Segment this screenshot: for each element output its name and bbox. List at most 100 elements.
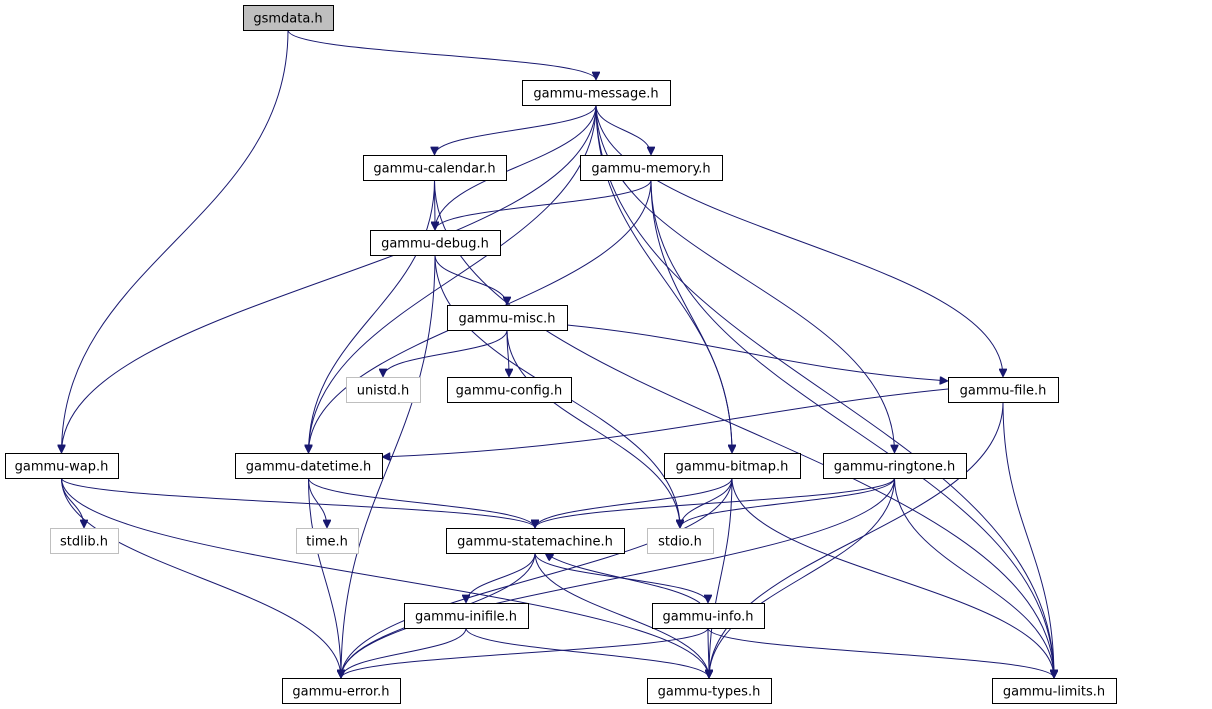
node-statemachine-box [446,528,625,554]
node-debug-label: gammu-debug.h [381,237,489,252]
edge-statemachine-to-types [534,552,709,678]
node-gsmdata-label: gsmdata.h [253,12,322,27]
node-datetime[interactable]: gammu-datetime.h [235,453,383,479]
node-file-label: gammu-file.h [960,384,1047,399]
edge-misc-to-file [566,324,948,381]
edge-memory-to-debug [435,179,652,230]
node-wap-label: gammu-wap.h [15,460,109,475]
node-calendar[interactable]: gammu-calendar.h [363,155,507,181]
node-wap[interactable]: gammu-wap.h [5,453,119,479]
node-datetime-box [235,453,383,479]
node-stdlib-label: stdlib.h [60,535,108,550]
node-limits-label: gammu-limits.h [1003,685,1105,700]
edge-inifile-to-types [465,627,709,678]
node-stdio-label: stdio.h [658,535,702,550]
edge-ringtone-to-error [341,477,895,678]
edge-info-to-error [341,627,709,678]
node-limits[interactable]: gammu-limits.h [992,678,1117,704]
edge-message-to-wap [62,104,597,453]
edge-layer [61,29,1055,678]
node-message-box [522,80,671,106]
edge-ringtone-to-statemachine [535,477,895,528]
node-misc-label: gammu-misc.h [458,312,555,327]
edge-datetime-to-error [308,477,342,678]
edge-message-to-calendar [435,104,597,155]
node-bitmap-label: gammu-bitmap.h [676,460,789,475]
node-inifile-box [404,603,529,629]
node-stdlib-box [50,528,119,554]
node-types-label: gammu-types.h [658,685,761,700]
edge-inifile-to-error [341,627,467,678]
edge-misc-to-stdio [506,329,680,528]
edge-datetime-to-statemachine [308,477,536,528]
node-wap-box [5,453,119,479]
edge-info-to-limits [707,627,1054,678]
edge-message-to-memory [595,104,651,155]
node-misc[interactable]: gammu-misc.h [447,305,568,331]
node-config[interactable]: gammu-config.h [447,377,572,403]
node-time-box [296,528,359,554]
node-info[interactable]: gammu-info.h [652,603,765,629]
edge-info-to-statemachine [545,553,701,604]
node-memory-box [580,155,723,181]
node-inifile-label: gammu-inifile.h [415,610,517,625]
edge-message-to-limits [595,104,1054,678]
node-memory[interactable]: gammu-memory.h [580,155,723,181]
edge-wap-to-error [61,477,342,678]
edge-file-to-types [709,401,1004,678]
edge-statemachine-to-inifile [466,552,536,603]
edge-ringtone-to-types [709,477,895,678]
edge-misc-to-unistd [383,329,508,377]
node-types-box [647,678,772,704]
node-file-box [948,377,1059,403]
node-info-box [652,603,765,629]
node-error[interactable]: gammu-error.h [282,678,401,704]
node-types[interactable]: gammu-types.h [647,678,772,704]
edge-file-to-limits [1002,401,1054,678]
node-statemachine-label: gammu-statemachine.h [457,535,613,550]
node-memory-label: gammu-memory.h [591,162,710,177]
node-error-label: gammu-error.h [292,685,389,700]
node-config-box [447,377,572,403]
node-ringtone-label: gammu-ringtone.h [834,460,956,475]
node-time-label: time.h [306,535,348,550]
node-inifile[interactable]: gammu-inifile.h [404,603,529,629]
node-gsmdata[interactable]: gsmdata.h [243,5,334,31]
node-file[interactable]: gammu-file.h [948,377,1059,403]
node-limits-box [992,678,1117,704]
edge-info-to-types [708,627,709,678]
node-message[interactable]: gammu-message.h [522,80,671,106]
node-stdio-box [647,528,714,554]
edge-debug-to-error [341,254,436,678]
edge-gsmdata-to-message [287,29,596,80]
edge-wap-to-statemachine [61,477,536,528]
node-time: time.h [296,528,359,554]
node-unistd-label: unistd.h [357,384,410,399]
edge-calendar-to-datetime [309,179,435,453]
edge-gsmdata-to-wap [62,29,289,453]
edge-ringtone-to-limits [894,477,1055,678]
node-bitmap[interactable]: gammu-bitmap.h [664,453,801,479]
edge-bitmap-to-error [341,477,733,678]
node-layer: gsmdata.h gammu-message.h gammu-calendar.h… [5,5,1117,704]
node-statemachine[interactable]: gammu-statemachine.h [446,528,625,554]
node-debug[interactable]: gammu-debug.h [370,230,501,256]
node-calendar-label: gammu-calendar.h [373,162,495,177]
node-misc-box [447,305,568,331]
edge-memory-to-bitmap [650,179,732,453]
node-stdlib: stdlib.h [50,528,119,554]
edge-bitmap-to-statemachine [535,477,733,528]
edge-message-to-file [595,104,1003,377]
edge-bitmap-to-limits [731,477,1054,678]
node-unistd-box [346,377,421,403]
edge-memory-to-limits [650,179,1054,678]
node-debug-box [370,230,501,256]
node-calendar-box [363,155,507,181]
node-gsmdata-box [243,5,334,31]
edge-ringtone-to-stdio [680,477,895,528]
edge-wap-to-types [61,477,710,678]
node-bitmap-box [664,453,801,479]
node-ringtone[interactable]: gammu-ringtone.h [823,453,967,479]
edge-file-to-datetime [382,388,949,457]
